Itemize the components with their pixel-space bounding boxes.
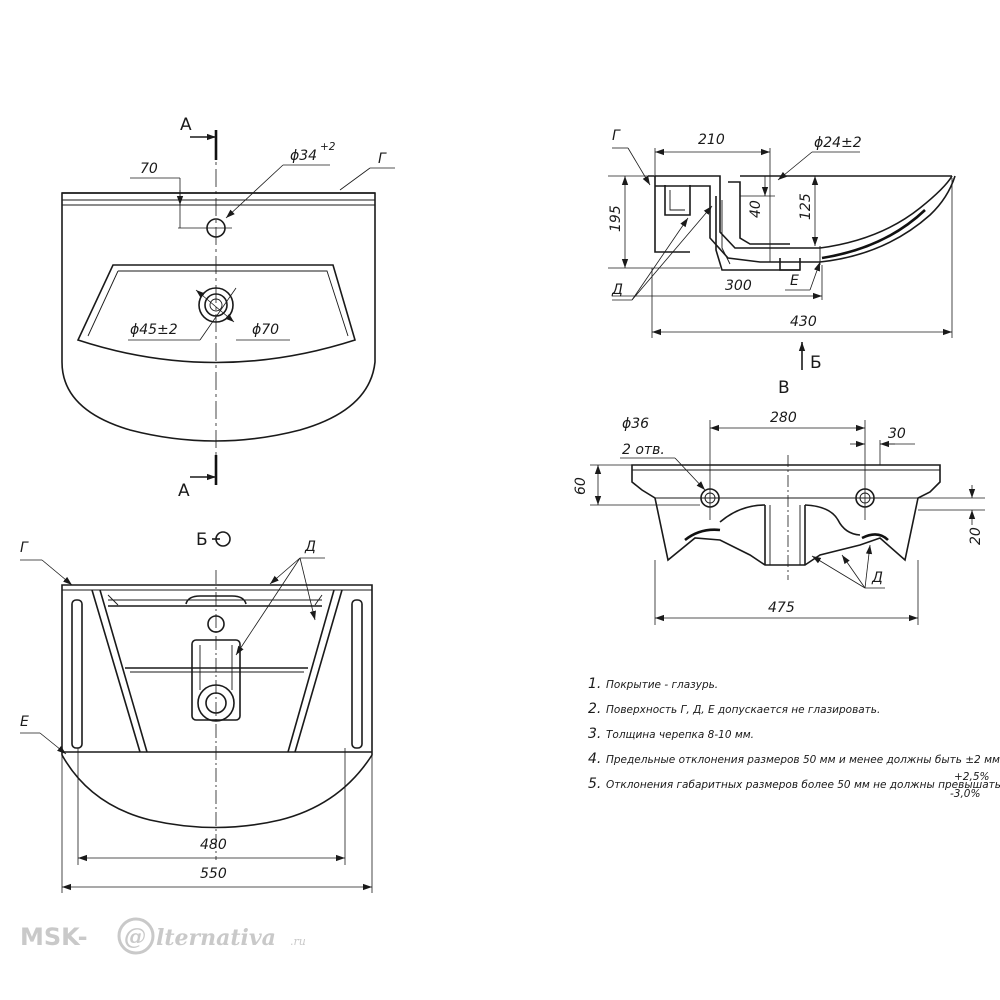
dim-30: 30 bbox=[888, 426, 906, 442]
dim-430: 430 bbox=[790, 314, 817, 330]
dim-550: 550 bbox=[200, 866, 227, 882]
dim-phi70: ϕ70 bbox=[252, 322, 279, 338]
section-a-top-label: А bbox=[180, 115, 192, 135]
dim-40: 40 bbox=[748, 200, 764, 218]
label-e-view-b: Е bbox=[20, 714, 29, 730]
dim-280: 280 bbox=[770, 410, 797, 426]
dim-70-top: 70 bbox=[140, 161, 158, 177]
watermark-prefix: MSK- bbox=[20, 923, 88, 951]
top-view: А А 70 ϕ34 +2 Г ϕ45±2 ϕ70 bbox=[61, 115, 395, 501]
label-g-top: Г bbox=[378, 151, 387, 167]
view-v-label: В bbox=[778, 378, 790, 398]
note-5-num: 5. bbox=[588, 776, 601, 792]
note-4-num: 4. bbox=[588, 751, 601, 767]
dim-210: 210 bbox=[698, 132, 725, 148]
section-aa-view: 210 ϕ24±2 195 40 125 300 430 Г Д bbox=[608, 128, 956, 373]
dim-480: 480 bbox=[200, 837, 227, 853]
dim-phi34: ϕ34 bbox=[290, 148, 317, 164]
watermark-logo: MSK- @ lternativa .ru bbox=[20, 917, 306, 955]
watermark-suffix: .ru bbox=[290, 935, 306, 948]
dim-phi45: ϕ45±2 bbox=[130, 322, 178, 338]
view-b-label: Б bbox=[196, 530, 208, 550]
dim-300: 300 bbox=[725, 278, 752, 294]
note-2-text: Поверхность Г, Д, Е допускается не глази… bbox=[606, 704, 880, 716]
view-b: Б Г bbox=[20, 530, 373, 893]
label-d-section: Д bbox=[611, 282, 623, 298]
watermark-brand: lternativa bbox=[156, 925, 276, 951]
view-v: В 280 30 ϕ36 2 отв. bbox=[573, 378, 985, 625]
dim-125: 125 bbox=[798, 193, 814, 220]
note-4-text: Предельные отклонения размеров 50 мм и м… bbox=[606, 754, 1000, 766]
section-a-bottom-label: А bbox=[178, 481, 190, 501]
label-g-section: Г bbox=[612, 128, 621, 144]
label-d-view-v: Д bbox=[871, 570, 883, 586]
note-1-num: 1. bbox=[588, 676, 601, 692]
dim-475: 475 bbox=[768, 600, 795, 616]
watermark-at: @ bbox=[124, 924, 146, 950]
note-1-text: Покрытие - глазурь. bbox=[606, 679, 718, 691]
note-3-num: 3. bbox=[588, 726, 601, 742]
dim-2-holes: 2 отв. bbox=[622, 442, 665, 458]
tolerance-plus: +2,5% bbox=[954, 771, 989, 783]
note-2-num: 2. bbox=[588, 701, 601, 717]
tolerance-minus: -3,0% bbox=[950, 788, 980, 800]
label-e-section: Е bbox=[790, 273, 799, 289]
dim-phi36: ϕ36 bbox=[622, 416, 649, 432]
dim-195: 195 bbox=[608, 205, 624, 232]
dim-60: 60 bbox=[573, 477, 589, 495]
technical-notes: 1. Покрытие - глазурь. 2. Поверхность Г,… bbox=[588, 676, 1000, 800]
dim-phi24: ϕ24±2 bbox=[814, 135, 862, 151]
label-d-view-b: Д bbox=[304, 539, 316, 555]
dim-20: 20 bbox=[968, 527, 984, 545]
note-5-text: Отклонения габаритных размеров более 50 … bbox=[606, 779, 1000, 791]
view-b-arrow-label: Б bbox=[810, 353, 822, 373]
label-g-view-b: Г bbox=[20, 540, 29, 556]
note-3-text: Толщина черепка 8-10 мм. bbox=[606, 729, 754, 741]
dim-phi34-tol: +2 bbox=[320, 141, 336, 153]
